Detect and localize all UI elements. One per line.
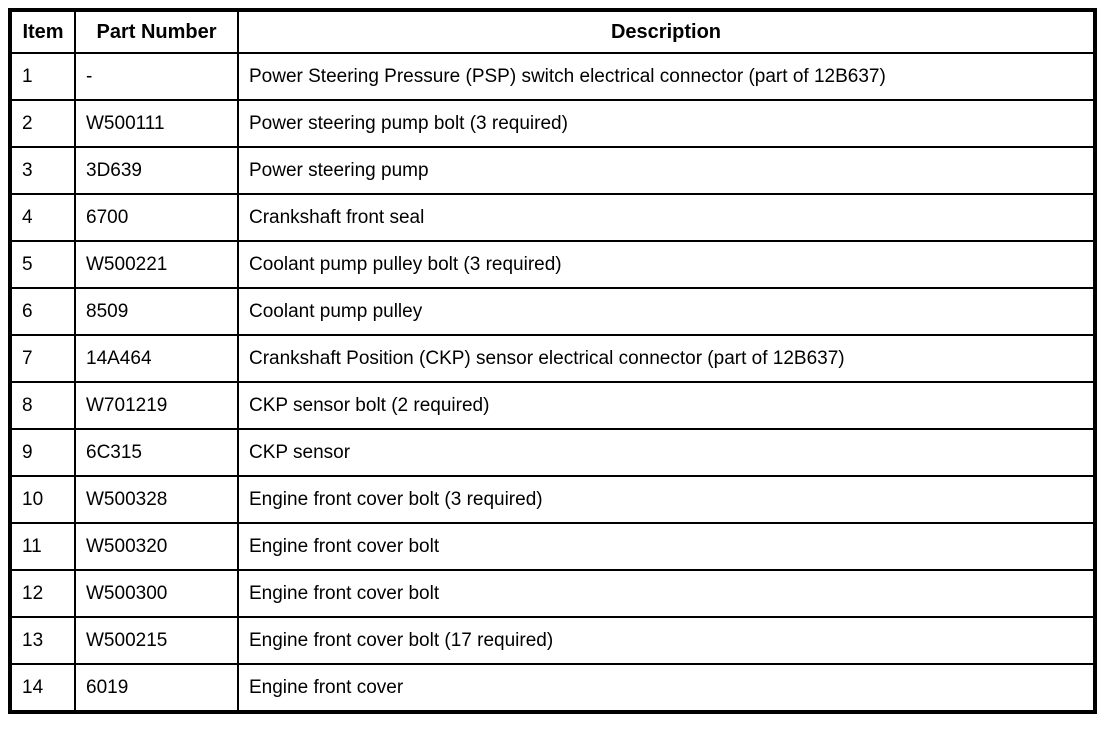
item-cell: 10 (9, 475, 76, 524)
item-cell: 5 (9, 240, 76, 289)
part-number-cell: W500328 (74, 475, 239, 524)
description-cell: Engine front cover bolt (3 required) (237, 475, 1096, 524)
description-cell: Coolant pump pulley (237, 287, 1096, 336)
header-description: Description (237, 9, 1096, 54)
description-cell: Engine front cover (237, 663, 1096, 713)
description-cell: Coolant pump pulley bolt (3 required) (237, 240, 1096, 289)
item-cell: 13 (9, 616, 76, 665)
item-cell: 12 (9, 569, 76, 618)
part-number-cell: W701219 (74, 381, 239, 430)
description-cell: Engine front cover bolt (237, 522, 1096, 571)
item-cell: 4 (9, 193, 76, 242)
part-number-cell: W500300 (74, 569, 239, 618)
part-number-cell: 3D639 (74, 146, 239, 195)
item-cell: 7 (9, 334, 76, 383)
description-cell: Power steering pump bolt (3 required) (237, 99, 1096, 148)
item-cell: 3 (9, 146, 76, 195)
part-number-cell: W500111 (74, 99, 239, 148)
item-cell: 9 (9, 428, 76, 477)
description-cell: Engine front cover bolt (237, 569, 1096, 618)
item-cell: 14 (9, 663, 76, 713)
header-row: Item Part Number Description (9, 9, 1096, 54)
description-cell: Crankshaft Position (CKP) sensor electri… (237, 334, 1096, 383)
description-cell: CKP sensor bolt (2 required) (237, 381, 1096, 430)
header-part-number: Part Number (74, 9, 239, 54)
part-number-cell: 6019 (74, 663, 239, 713)
description-cell: CKP sensor (237, 428, 1096, 477)
part-number-cell: 6700 (74, 193, 239, 242)
table-row: 1-Power Steering Pressure (PSP) switch e… (9, 52, 1096, 101)
item-cell: 2 (9, 99, 76, 148)
part-number-cell: 14A464 (74, 334, 239, 383)
header-item: Item (9, 9, 76, 54)
part-number-cell: W500215 (74, 616, 239, 665)
item-cell: 8 (9, 381, 76, 430)
part-number-cell: - (74, 52, 239, 101)
part-number-cell: W500221 (74, 240, 239, 289)
description-cell: Power steering pump (237, 146, 1096, 195)
item-cell: 11 (9, 522, 76, 571)
parts-table-body: 1-Power Steering Pressure (PSP) switch e… (9, 52, 1096, 713)
description-cell: Engine front cover bolt (17 required) (237, 616, 1096, 665)
description-cell: Power Steering Pressure (PSP) switch ele… (237, 52, 1096, 101)
item-cell: 6 (9, 287, 76, 336)
part-number-cell: W500320 (74, 522, 239, 571)
item-cell: 1 (9, 52, 76, 101)
part-number-cell: 8509 (74, 287, 239, 336)
parts-table: Item Part Number Description 1-Power Ste… (8, 8, 1097, 714)
description-cell: Crankshaft front seal (237, 193, 1096, 242)
part-number-cell: 6C315 (74, 428, 239, 477)
